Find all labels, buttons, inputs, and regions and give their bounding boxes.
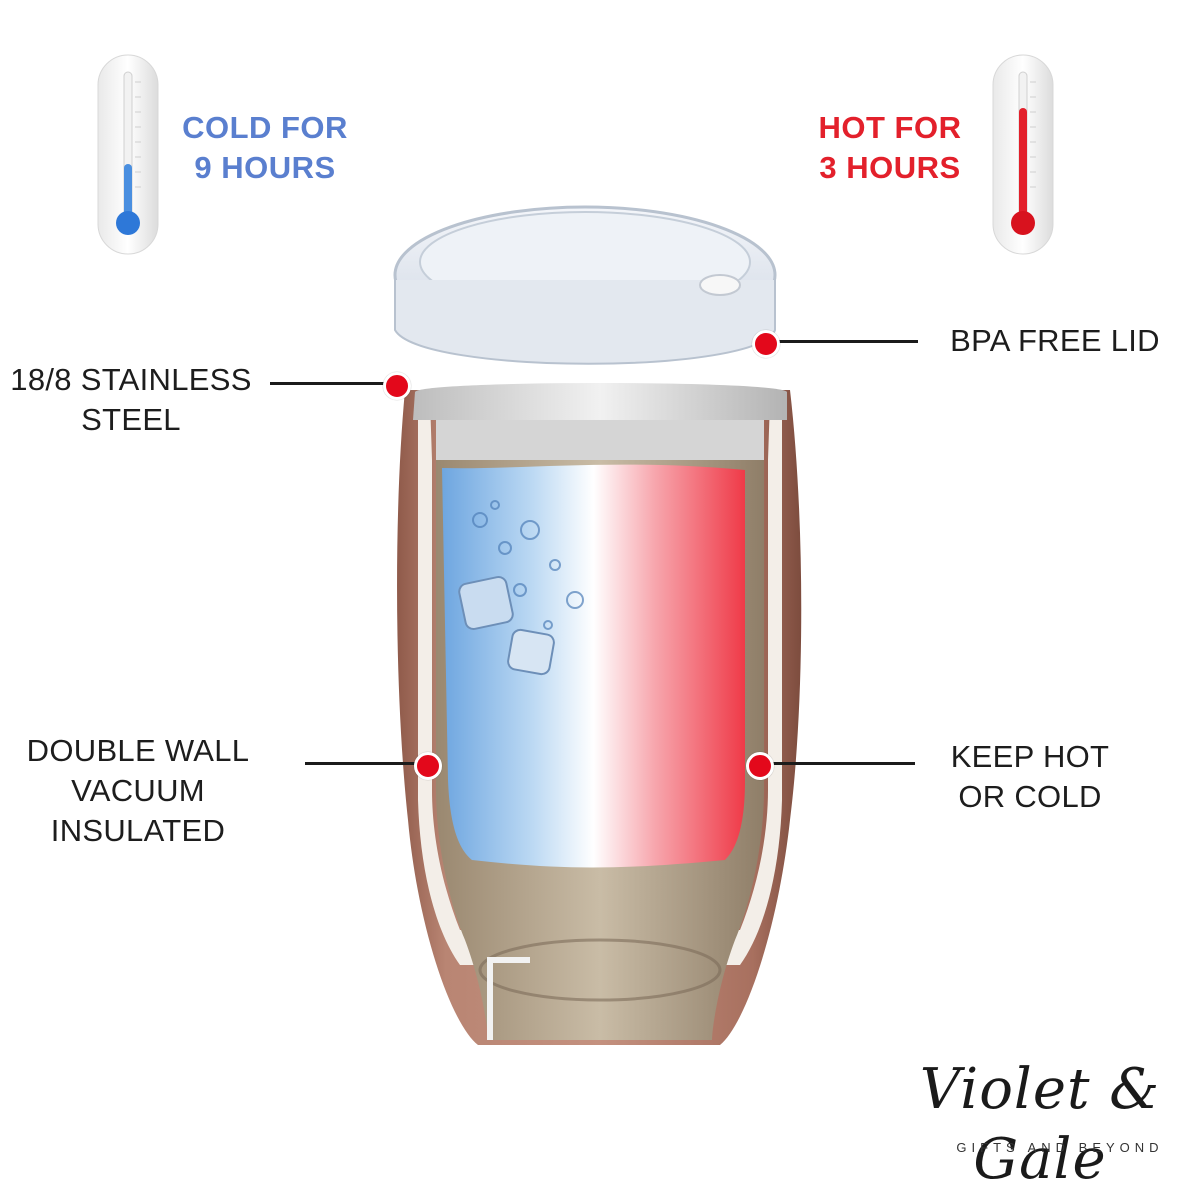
callout-double-wall: DOUBLE WALL VACUUM INSULATED [10,731,266,851]
dot-keep [746,752,774,780]
callout-bpa-line1: BPA FREE LID [950,323,1160,358]
hot-line2: 3 HOURS [819,150,961,185]
callout-keep-line1: KEEP HOT [950,739,1110,774]
hot-duration-text: HOT FOR 3 HOURS [800,108,980,188]
leader-keep [770,762,915,765]
leader-lid [770,340,918,343]
cold-duration-text: COLD FOR 9 HOURS [160,108,370,188]
callout-keep-line2: OR COLD [958,779,1102,814]
dot-double-wall [414,752,442,780]
callout-stainless-line1: 18/8 STAINLESS [10,362,252,397]
cold-line1: COLD FOR [182,110,348,145]
dot-lid [752,330,780,358]
brand-logo-name: Violet & Gale [919,1057,1161,1192]
cold-thermometer-icon [97,54,159,255]
callout-bpa-free-lid: BPA FREE LID [935,321,1175,361]
brand-tagline: GIFTS AND BEYOND [956,1140,1164,1155]
dot-stainless [383,372,411,400]
callout-stainless-line2: STEEL [81,402,181,437]
callout-keep-hot-cold: KEEP HOT OR COLD [930,737,1130,817]
cold-line2: 9 HOURS [194,150,336,185]
callout-stainless-steel: 18/8 STAINLESS STEEL [0,360,262,440]
leader-double-wall [305,762,420,765]
hot-line1: HOT FOR [818,110,962,145]
hot-thermometer-icon [992,54,1054,255]
leader-stainless [270,382,390,385]
callout-double-line3: INSULATED [50,813,226,848]
callout-double-line1: DOUBLE WALL [26,733,250,768]
callout-double-line2: VACUUM [71,773,205,808]
